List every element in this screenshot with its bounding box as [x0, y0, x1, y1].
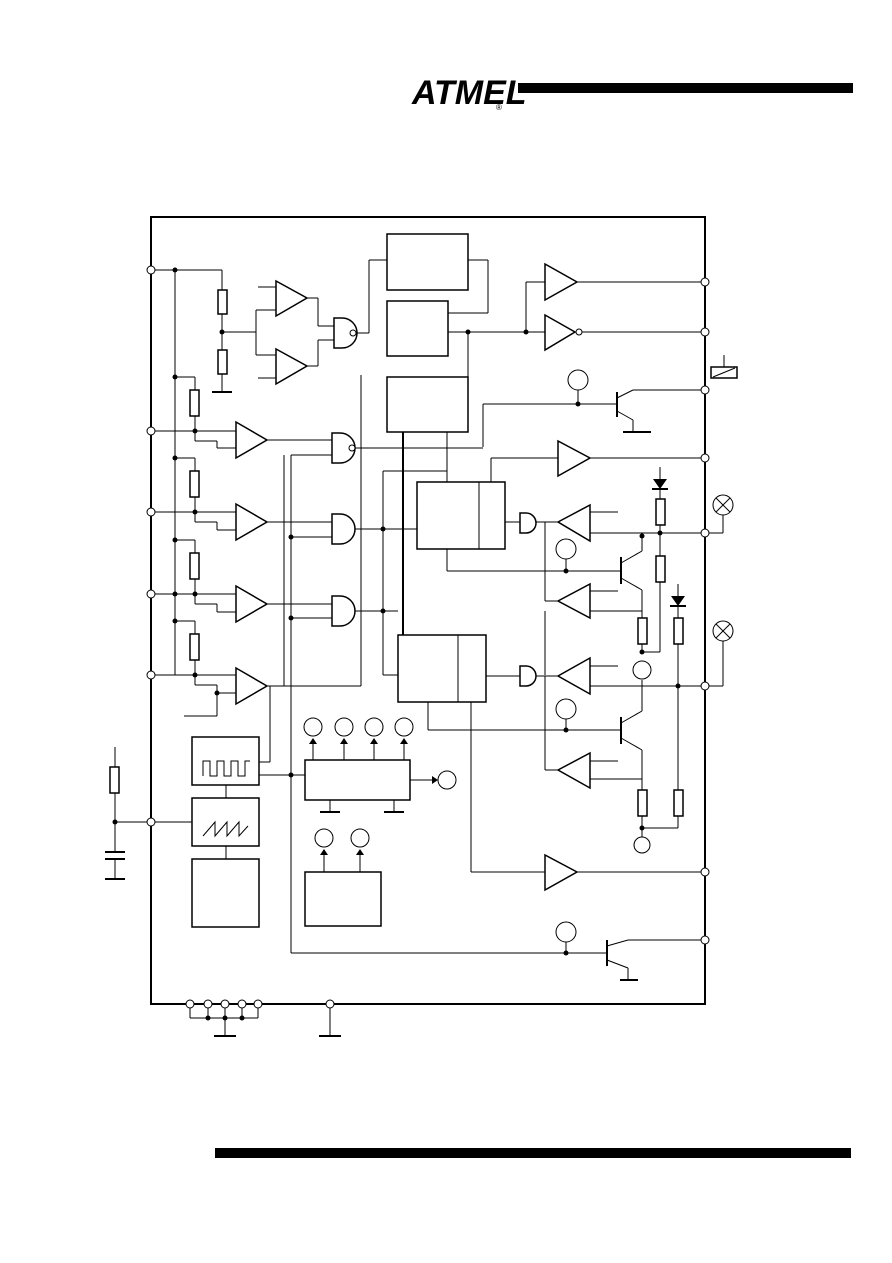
- block-top: [386, 233, 469, 291]
- logo-text: ATMEL: [411, 74, 527, 112]
- pin-bottom-2: [203, 999, 213, 1009]
- oscillator-section: [151, 455, 305, 928]
- pin-bottom-5: [253, 999, 263, 1009]
- footer-rule: [215, 1148, 851, 1158]
- driver-upper: [382, 432, 705, 655]
- lower-right-outputs: [291, 702, 705, 981]
- pin-bottom-4: [237, 999, 247, 1009]
- pin-right-5: [700, 528, 710, 538]
- top-right-logic: [448, 259, 705, 377]
- pin-left-4: [146, 589, 156, 599]
- external-rc: [105, 747, 151, 880]
- pin-right-6: [700, 681, 710, 691]
- pin-right-8: [700, 935, 710, 945]
- and-gates: [288, 432, 483, 953]
- left-bus: [151, 267, 256, 675]
- right-output-network: [639, 467, 734, 828]
- pin-bottom-3: [220, 999, 230, 1009]
- registered-mark: ®: [496, 103, 502, 112]
- driver-lower: [382, 611, 705, 854]
- package-pins: [146, 265, 710, 1009]
- pin-right-7: [700, 867, 710, 877]
- pin-left-5: [146, 670, 156, 680]
- input-chain: [151, 374, 362, 717]
- chip-outline: [150, 216, 706, 1005]
- top-comparators: [255, 259, 387, 386]
- pin-left-6: [146, 817, 156, 827]
- pin-bottom-1: [185, 999, 195, 1009]
- header-rule: [518, 83, 853, 93]
- atmel-logo: ATMEL ®: [410, 72, 527, 112]
- pin-left-1: [146, 265, 156, 275]
- pin-right-1: [700, 277, 710, 287]
- pin-bottom-6: [325, 999, 335, 1009]
- ground-pins: [189, 1004, 341, 1037]
- pin-right-2: [700, 327, 710, 337]
- relay-driver: [482, 355, 738, 447]
- pin-right-4: [700, 453, 710, 463]
- pin-right-3: [700, 385, 710, 395]
- middle-lower-block: [303, 717, 457, 927]
- pin-left-2: [146, 426, 156, 436]
- pin-left-3: [146, 507, 156, 517]
- block-second: [386, 300, 449, 357]
- block-third: [386, 376, 469, 433]
